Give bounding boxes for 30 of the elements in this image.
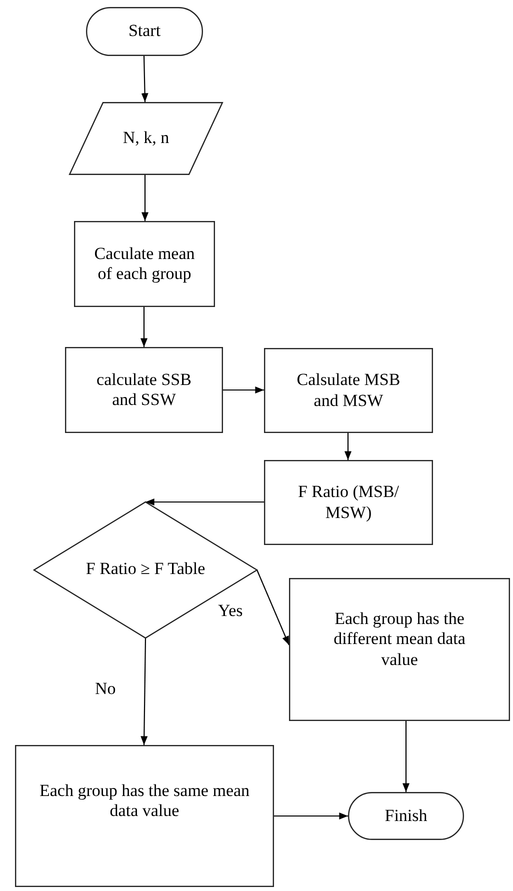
- process-box: [264, 348, 433, 433]
- node-text: Start: [128, 21, 161, 42]
- process-box: [65, 347, 223, 433]
- process-box: [289, 578, 510, 721]
- decision-diamond: [34, 502, 257, 638]
- arrow: [402, 721, 410, 792]
- process-box: [74, 221, 215, 307]
- arrow: [256, 570, 290, 646]
- arrow: [274, 812, 348, 820]
- input-parallelogram: [69, 102, 223, 175]
- node-text: N, k, n: [122, 128, 170, 149]
- arrow: [141, 175, 149, 221]
- arrow: [141, 56, 148, 102]
- node-text: Each group has the same mean data value: [38, 780, 251, 822]
- arrow: [146, 498, 264, 506]
- terminator-shape: [86, 7, 203, 56]
- node-text: Finish: [384, 806, 428, 826]
- arrow: [223, 386, 264, 394]
- node-text: Calsulate MSB and MSW: [296, 370, 402, 411]
- process-box: [264, 460, 433, 545]
- node-text: F Ratio (MSB/ MSW): [296, 482, 400, 523]
- process-box: [15, 745, 274, 887]
- node-text: Each group has the different mean data value: [332, 608, 466, 670]
- node-text: F Ratio ≥ F Table: [86, 558, 206, 580]
- arrow: [140, 307, 148, 347]
- node-text: calculate SSB and SSW: [96, 370, 192, 410]
- terminator-shape: [348, 792, 464, 840]
- node-text: Caculate mean of each group: [93, 244, 196, 284]
- arrow: [344, 433, 352, 460]
- arrow: [140, 638, 148, 745]
